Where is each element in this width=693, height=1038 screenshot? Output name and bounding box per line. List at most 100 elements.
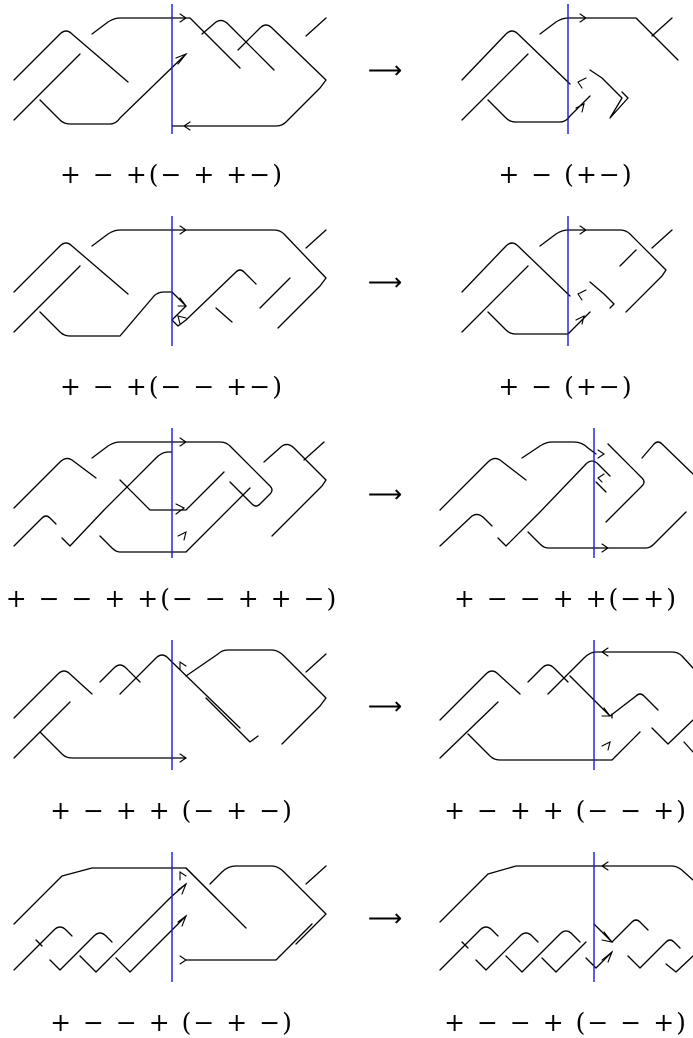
row3-left-strand-e	[99, 535, 173, 553]
row3-right-diagram	[439, 428, 693, 558]
row4-right-diagram	[439, 640, 693, 770]
row3-right-strand-a	[439, 457, 527, 511]
row3-left-strand-f	[119, 479, 173, 511]
row5-right-strand-e	[505, 930, 581, 973]
row1-left-arrow-2	[175, 52, 188, 65]
row4-left-strand-g	[205, 697, 259, 743]
row3-right-strand-e	[527, 511, 687, 549]
row2-transition-arrow: ⟶	[367, 268, 403, 296]
row3-right-strand-g	[595, 481, 607, 493]
row1-transition-arrow: ⟶	[367, 56, 403, 84]
row4-left-strand-e	[119, 654, 241, 729]
row5-right-arrow-3	[601, 950, 614, 963]
row1-right-strand-e	[589, 69, 629, 119]
row2-right-strand-g	[651, 229, 673, 249]
row1-right-diagram	[461, 4, 679, 134]
row4-left-diagram	[13, 640, 327, 770]
row2-right-strand-f	[619, 249, 637, 267]
row2-left-strand-a	[13, 242, 129, 295]
row4-left-strand-c	[39, 731, 187, 759]
row5-right-strand-j	[665, 955, 693, 973]
row3-right-arrow-3	[601, 543, 609, 553]
row4-left-strand-d	[99, 664, 141, 683]
row2-left-strand-c	[39, 291, 173, 337]
row3-left-strand-k	[303, 441, 325, 461]
row5-right-caption: + − − + (− − +)	[444, 1008, 688, 1037]
row4-right-strand-b	[439, 701, 499, 759]
row3-left-arrow-3	[177, 530, 187, 541]
row5-left-caption: + − − + (− + −)	[50, 1008, 294, 1037]
row3-right-arrow-2	[597, 473, 605, 483]
row2-right-strand-a	[461, 242, 571, 297]
row5-right-diagram	[439, 852, 693, 982]
row3-left-strand-i	[171, 487, 251, 553]
row2-left-strand-d	[91, 229, 327, 329]
row5-left-arrow-3	[177, 914, 188, 927]
row5-left-arrow-2	[177, 882, 188, 895]
row1-left-strand-f	[171, 24, 327, 127]
row5-transition-arrow: ⟶	[367, 904, 403, 932]
row5-right-strand-g	[585, 951, 613, 969]
row4-right-strand-d	[527, 664, 569, 683]
row4-right-strand-e	[547, 651, 693, 695]
row2-right-strand-c	[487, 311, 591, 335]
row1-left-diagram	[13, 4, 327, 134]
row1-right-strand-a	[461, 30, 571, 85]
row2-left-strand-f	[215, 307, 233, 323]
row1-right-arrow-2	[577, 77, 587, 89]
row1-left-strand-d	[91, 17, 241, 69]
row2-left-diagram	[13, 216, 327, 346]
row3-left-strand-g	[171, 441, 273, 507]
row2-right-strand-e	[589, 281, 615, 309]
row1-left-strand-a	[13, 30, 129, 83]
row4-left-strand-h	[305, 653, 327, 673]
row5-left-strand-a	[13, 867, 217, 925]
row3-transition-arrow: ⟶	[367, 480, 403, 508]
row5-right-strand-a	[439, 865, 693, 923]
row1-left-strand-b	[13, 53, 81, 121]
row5-left-strand-b	[13, 926, 73, 971]
row5-left-strand-d	[49, 932, 113, 971]
row5-left-strand-j	[305, 865, 327, 885]
row2-right-arrow-2	[577, 289, 587, 301]
row5-right-strand-b	[439, 926, 499, 971]
row2-right-caption: + − (+−)	[498, 372, 634, 401]
row3-right-strand-c	[497, 460, 611, 547]
row5-right-strand-i	[627, 939, 681, 969]
row3-right-caption: + − − + +(−+)	[454, 584, 678, 613]
row1-right-arrow-3	[575, 102, 585, 113]
row2-left-arrow-2	[177, 297, 188, 307]
row3-left-strand-a	[13, 457, 97, 509]
row5-left-strand-i	[209, 865, 327, 945]
row4-right-caption: + − + + (− − +)	[444, 796, 688, 825]
row3-left-strand-d	[91, 441, 173, 459]
row2-left-caption: + − +(− − +−)	[60, 372, 284, 401]
row4-left-strand-a	[13, 670, 93, 719]
row3-left-strand-b	[13, 515, 57, 547]
row1-right-strand-f	[651, 17, 673, 37]
row2-right-strand-d	[539, 229, 667, 313]
row5-left-diagram	[13, 852, 327, 982]
row4-left-caption: + − + + (− + −)	[50, 796, 294, 825]
row4-right-strand-c	[467, 731, 641, 761]
row5-right-arrow-2	[601, 931, 614, 943]
row1-right-strand-d	[539, 17, 679, 61]
row4-left-strand-f	[185, 649, 327, 745]
row1-left-arrow-1	[179, 13, 187, 23]
row3-left-arrow-2	[175, 503, 186, 515]
row2-left-arrow-1	[179, 225, 187, 235]
row3-left-strand-j	[263, 443, 327, 537]
row5-right-strand-h	[593, 919, 649, 943]
row1-right-strand-c	[487, 95, 591, 123]
row4-left-arrow-2	[179, 753, 187, 763]
row5-left-strand-f	[115, 915, 187, 973]
row4-left-strand-b	[13, 701, 71, 759]
row2-left-strand-h	[305, 229, 327, 249]
row4-right-strand-f	[569, 675, 659, 717]
row3-left-arrow-1	[179, 437, 187, 447]
row5-right-arrow-1	[601, 861, 609, 871]
row2-right-diagram	[461, 216, 673, 346]
row5-left-strand-c	[35, 939, 43, 947]
row4-right-strand-h	[651, 719, 693, 745]
row3-right-strand-h	[641, 441, 693, 475]
